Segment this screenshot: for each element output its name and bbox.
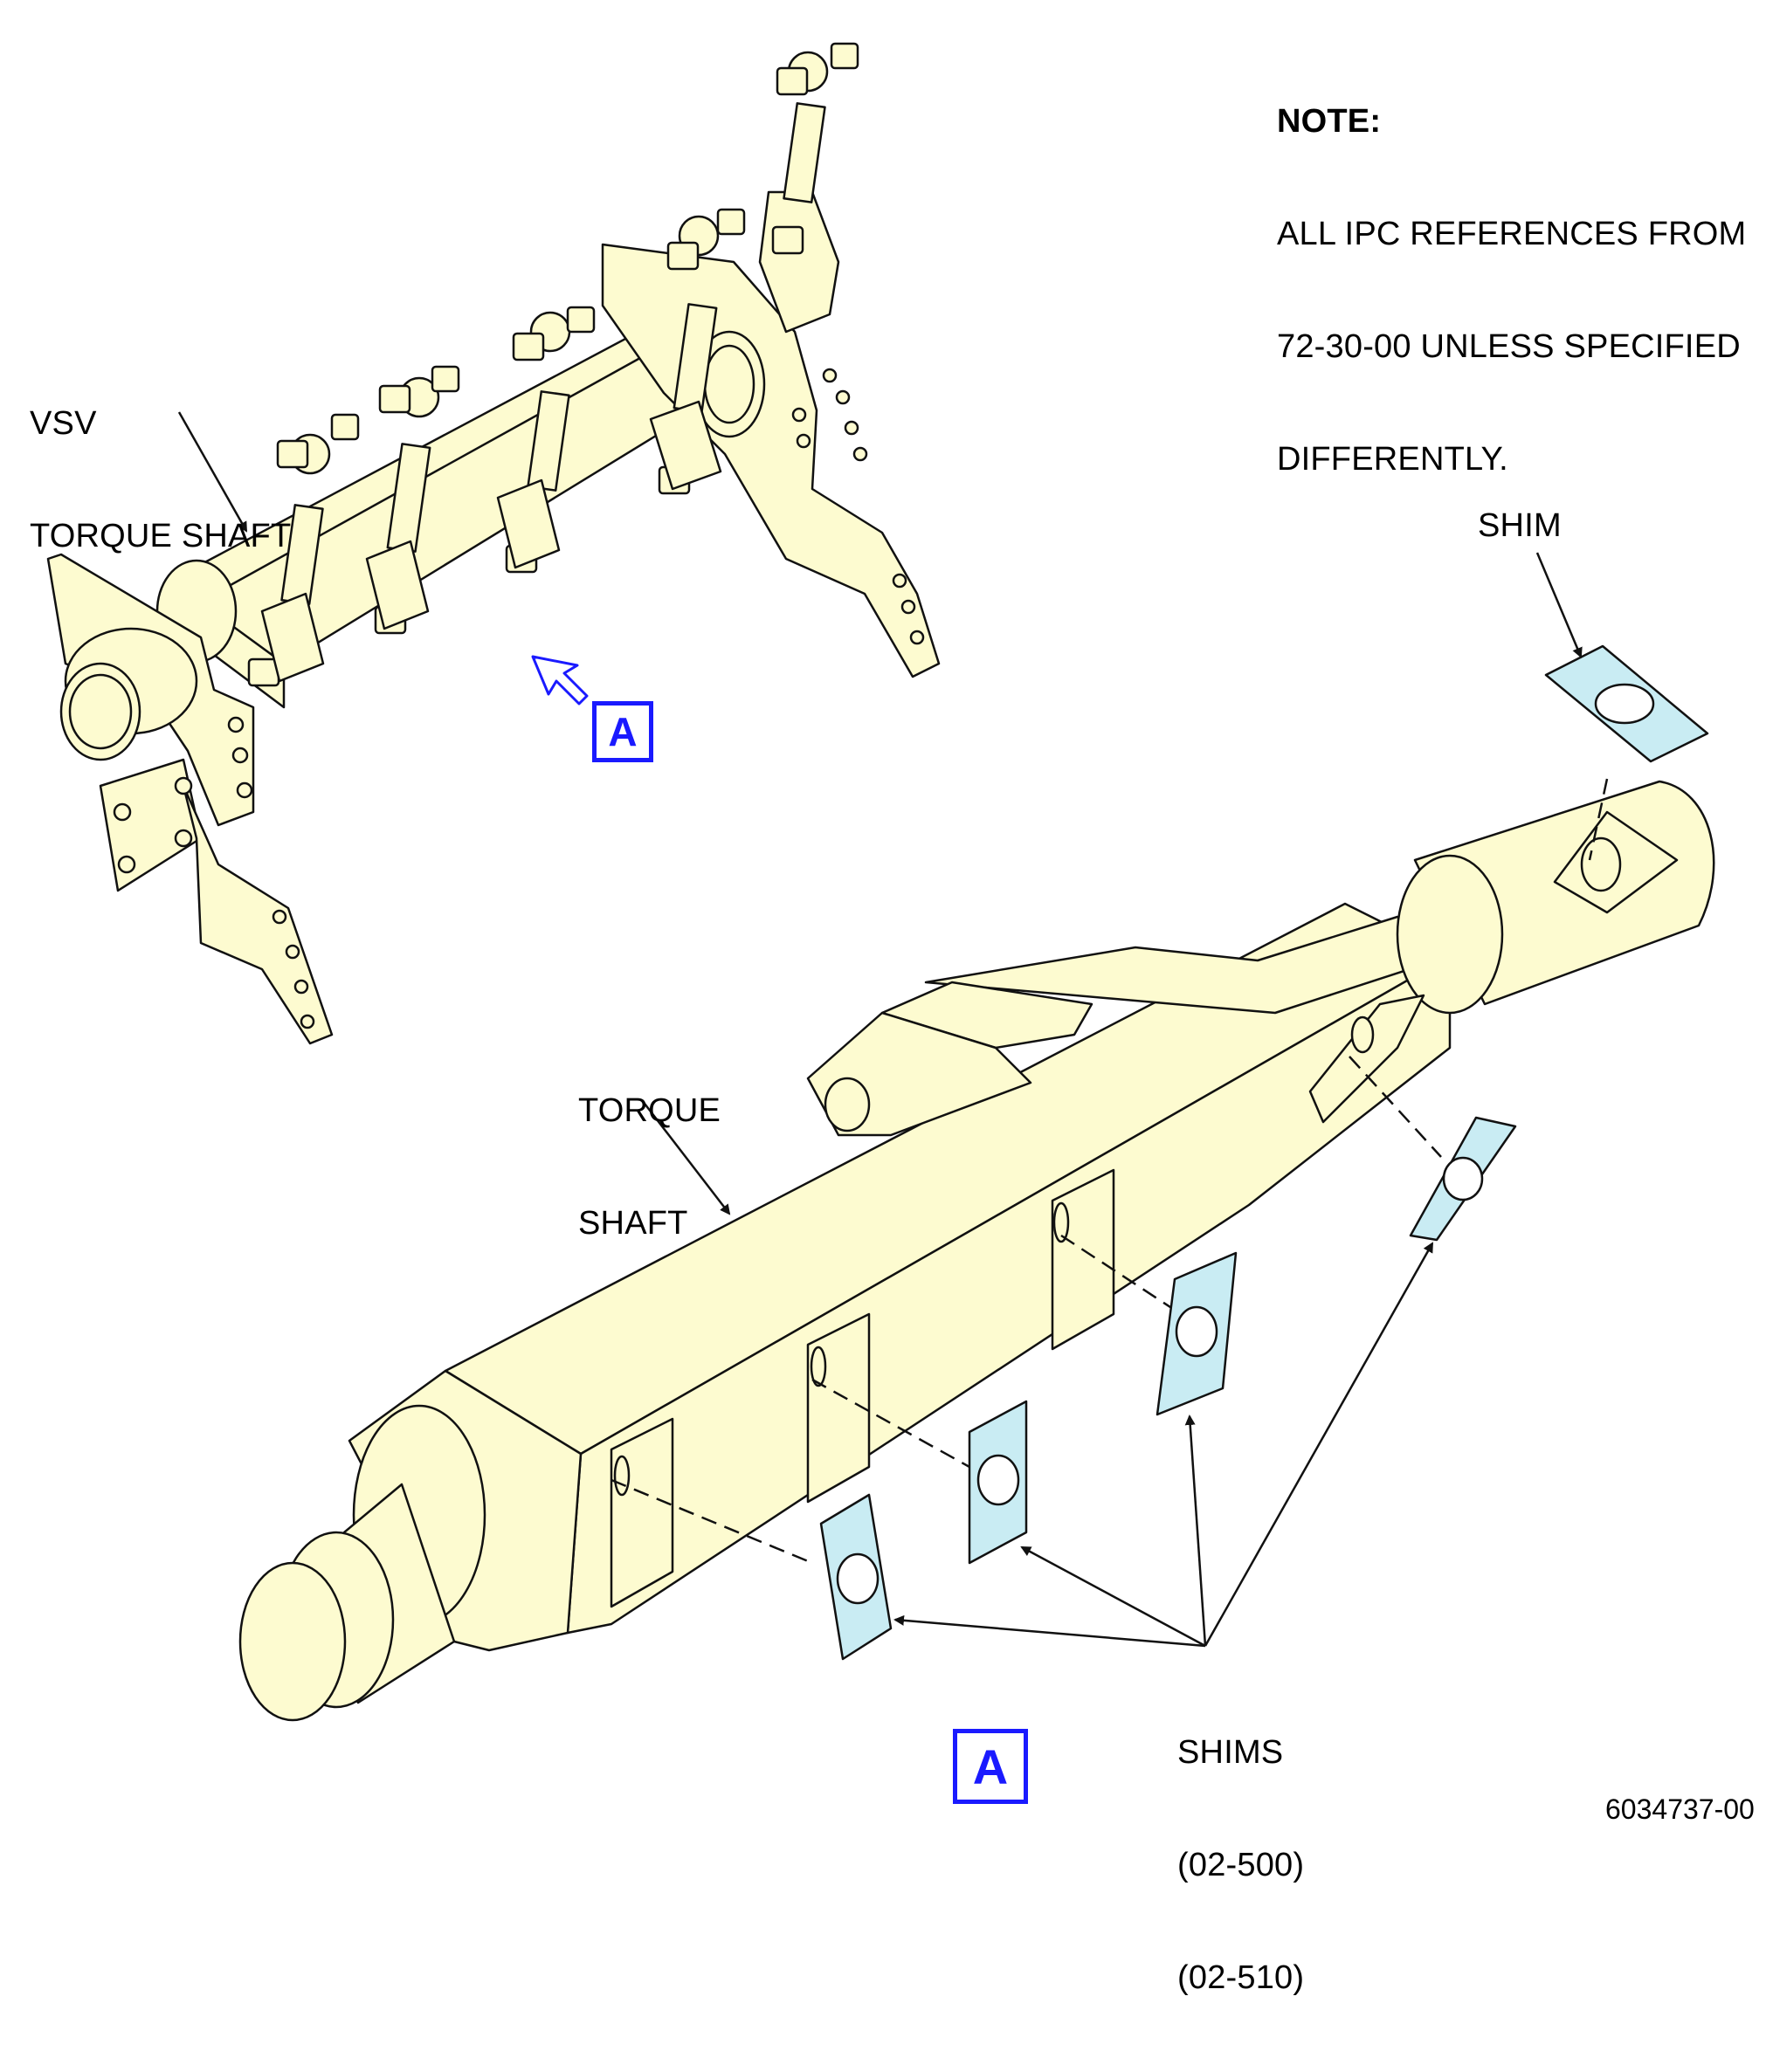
shims-line-2: (02-500) [1177, 1847, 1305, 1883]
vsv-label-line-2: TORQUE SHAFT [30, 518, 292, 554]
torque-shaft-line-2: SHAFT [578, 1205, 688, 1242]
shim-plate-5 [1544, 644, 1709, 763]
note-line-3: DIFFERENTLY. [1277, 441, 1508, 478]
note-line-2: 72-30-00 UNLESS SPECIFIED [1277, 328, 1741, 365]
torque-shaft-detail-drawing [238, 780, 1715, 1722]
note-title: NOTE: [1277, 103, 1382, 140]
vsv-torque-shaft-label: VSV TORQUE SHAFT [30, 330, 291, 630]
figure-number: 6034737-00 [1605, 1793, 1755, 1825]
torque-shaft-leader [641, 1099, 731, 1215]
shim-plate-3 [1155, 1251, 1238, 1416]
shims-leader-2 [1020, 1545, 1206, 1648]
note-block: NOTE: ALL IPC REFERENCES FROM 72-30-00 U… [1277, 28, 1746, 554]
shim-plate-4 [1409, 1116, 1517, 1242]
shims-line-1: SHIMS [1177, 1734, 1284, 1771]
diagram-canvas: NOTE: ALL IPC REFERENCES FROM 72-30-00 U… [30, 28, 1755, 1996]
vsv-assembly-drawing [46, 42, 941, 1045]
view-a-marker-top: A [592, 701, 653, 762]
shims-leader-4 [1204, 1242, 1434, 1647]
note-line-1: ALL IPC REFERENCES FROM [1277, 216, 1747, 252]
shims-leader-3 [1184, 1415, 1207, 1647]
shims-label: SHIMS (02-500) (02-510) [1177, 1659, 1304, 2072]
view-direction-arrow-icon [531, 655, 589, 706]
shim-plate-2 [968, 1400, 1028, 1565]
torque-shaft-label: TORQUE SHAFT [578, 1017, 721, 1318]
shim-plate-1 [819, 1493, 893, 1661]
torque-shaft-line-1: TORQUE [578, 1092, 721, 1129]
vsv-torque-shaft-leader [177, 411, 248, 533]
shims-leader-1 [893, 1614, 1206, 1648]
shims-line-3: (02-510) [1177, 1959, 1305, 1996]
shim-dash-lines [611, 778, 1609, 1565]
shim-plates [819, 644, 1709, 1661]
view-a-marker-bottom: A [953, 1729, 1028, 1804]
vsv-label-line-1: VSV [30, 405, 97, 442]
shim-label: SHIM [1478, 507, 1562, 544]
shim-leader [1535, 552, 1583, 658]
